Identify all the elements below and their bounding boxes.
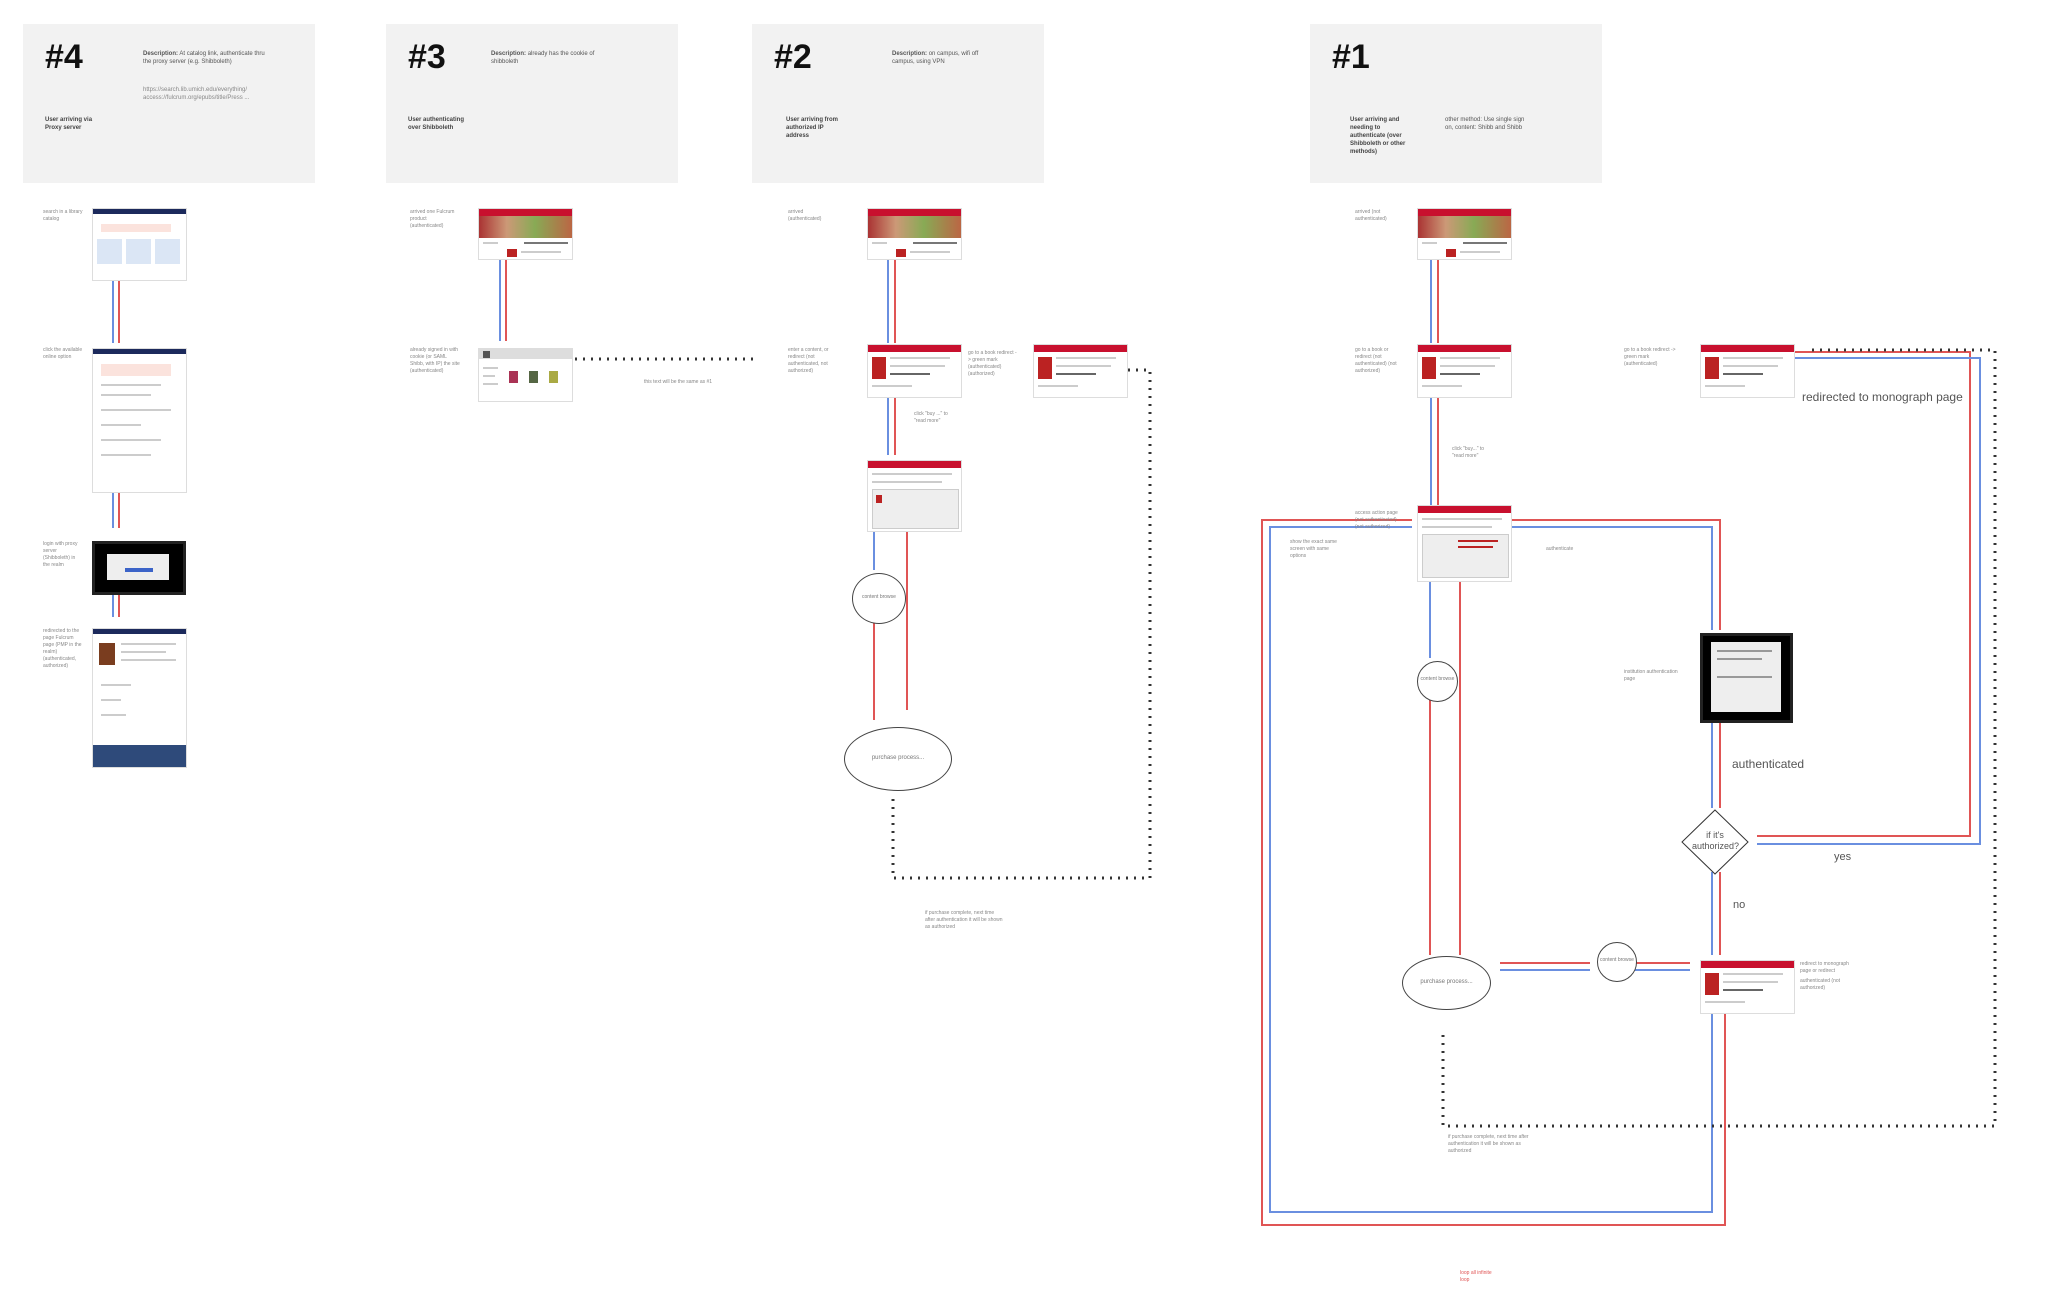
proxy-login-screenshot (92, 541, 186, 595)
note-step: redirected to the page Fulcrum page (PMP… (43, 628, 82, 669)
monograph-page-screenshot (1417, 344, 1512, 398)
note-step: authenticate (1546, 546, 1574, 552)
note-step: go to a book redirect -> green mark (aut… (968, 350, 1017, 377)
card-number: #4 (45, 38, 83, 76)
note-step: authenticated (not authorized) (1800, 978, 1841, 991)
note-step: already signed in with cookie (or SAML S… (410, 347, 460, 374)
card-4: #4 Description: At catalog link, authent… (23, 24, 315, 183)
card-description: other method: Use single sign on, conten… (1445, 117, 1525, 131)
note-step: login with proxy server (Shibboleth) in … (43, 541, 78, 568)
note-step: institution authentication page (1624, 669, 1678, 682)
note-step: go to a book or redirect (not authentica… (1355, 347, 1397, 374)
card-label: User authenticating over Shibboleth (408, 117, 465, 131)
note-step: if purchase complete, next time after au… (1448, 1134, 1529, 1154)
card-description: Description: on campus, wifi off campus,… (892, 51, 979, 65)
card-description: Description: already has the cookie of s… (491, 51, 595, 65)
card-label: User arriving and needing to authenticat… (1350, 117, 1406, 155)
note-step: this text will be the same as #1 (644, 379, 713, 385)
card-label: User arriving via Proxy server (45, 117, 93, 131)
access-options-screenshot (1417, 505, 1512, 582)
monograph-page-screenshot (1033, 344, 1128, 398)
monograph-page-screenshot (1700, 344, 1795, 398)
card-description-url: https://search.lib.umich.edu/everything/… (143, 87, 250, 101)
card-number: #3 (408, 38, 446, 76)
catalog-search-screenshot (92, 208, 187, 281)
note-step: arrived (not authenticated) (1355, 209, 1387, 222)
note-step: search in a library catalog (43, 209, 83, 222)
note-step: click "buy..." to "read more" (1452, 446, 1485, 459)
card-number: #2 (774, 38, 812, 76)
decision-diamond (1681, 809, 1749, 875)
note-step: redirect to monograph page or redirect (1800, 961, 1849, 974)
purchase-process-node: purchase process... (844, 727, 952, 791)
no-label: no (1733, 899, 1746, 911)
access-options-screenshot (867, 460, 962, 532)
note-step: arrived one Fulcrum product (authenticat… (410, 209, 455, 229)
signed-in-library-screenshot (478, 348, 573, 402)
note-loop: loop all infinite loop (1460, 1270, 1492, 1283)
note-step: access action page (not authenticated) (… (1355, 510, 1398, 530)
card-label: User arriving from authorized IP address (786, 117, 839, 139)
note-step: arrived (authenticated) (788, 209, 822, 222)
fulcrum-home-screenshot (867, 208, 962, 260)
card-3: #3 Description: already has the cookie o… (386, 24, 678, 183)
institution-auth-screenshot (1700, 633, 1793, 723)
fulcrum-home-screenshot (1417, 208, 1512, 260)
monograph-page-screenshot (1700, 960, 1795, 1014)
purchase-process-node: purchase process... (1402, 956, 1491, 1010)
note-step: click the available online option (43, 347, 83, 360)
redirected-label: redirected to monograph page (1802, 390, 1963, 404)
note-step: if purchase complete, next time after au… (925, 910, 1003, 930)
note-step: show the exact same screen with same opt… (1290, 539, 1337, 559)
fulcrum-book-page-screenshot (92, 628, 187, 768)
decision-label: if it's authorized? (1692, 830, 1740, 851)
authenticated-label: authenticated (1732, 757, 1805, 771)
catalog-record-screenshot (92, 348, 187, 493)
card-number: #1 (1332, 38, 1370, 76)
content-browse-node: content browse (1417, 661, 1458, 702)
note-step: go to a book redirect -> green mark (aut… (1624, 347, 1676, 367)
monograph-page-screenshot (867, 344, 962, 398)
note-step: enter a content, or redirect (not authen… (788, 347, 829, 374)
card-1: #1 other method: Use single sign on, con… (1310, 24, 1602, 183)
yes-label: yes (1834, 851, 1852, 863)
card-description: Description: At catalog link, authentica… (143, 51, 265, 65)
note-step: click "buy ..." to "read more" (914, 411, 948, 424)
content-browse-node: content browse (852, 573, 906, 624)
content-browse-node: content browse (1597, 942, 1637, 982)
fulcrum-home-screenshot (478, 208, 573, 260)
card-2: #2 Description: on campus, wifi off camp… (752, 24, 1044, 183)
